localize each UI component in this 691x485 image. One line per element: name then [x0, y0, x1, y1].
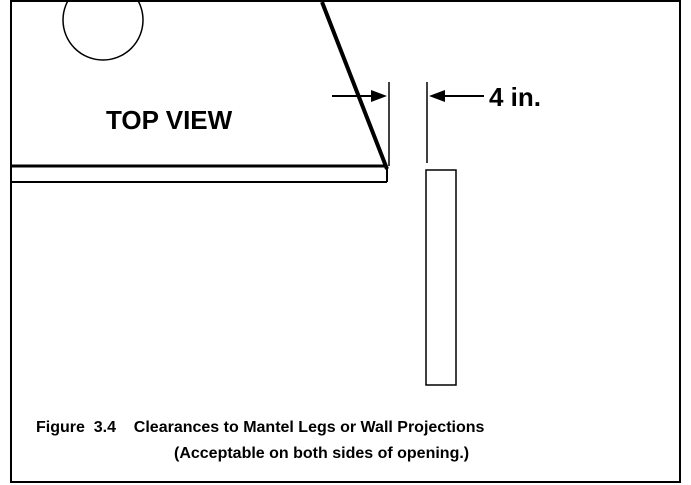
- top-view-label: TOP VIEW: [106, 105, 233, 135]
- appliance-angled-edge: [320, 1, 389, 170]
- figure-frame: [10, 0, 681, 483]
- appliance-outline-circle: [62, 2, 144, 61]
- dimension-label: 4 in.: [489, 82, 541, 112]
- mantel-leg: [425, 169, 457, 386]
- dimension-arrow-right-head: [429, 90, 445, 102]
- dimension-arrow-left-head: [371, 90, 387, 102]
- figure-caption-line-1: Figure 3.4 Clearances to Mantel Legs or …: [36, 419, 485, 436]
- figure-caption-line-2: (Acceptable on both sides of opening.): [174, 445, 469, 462]
